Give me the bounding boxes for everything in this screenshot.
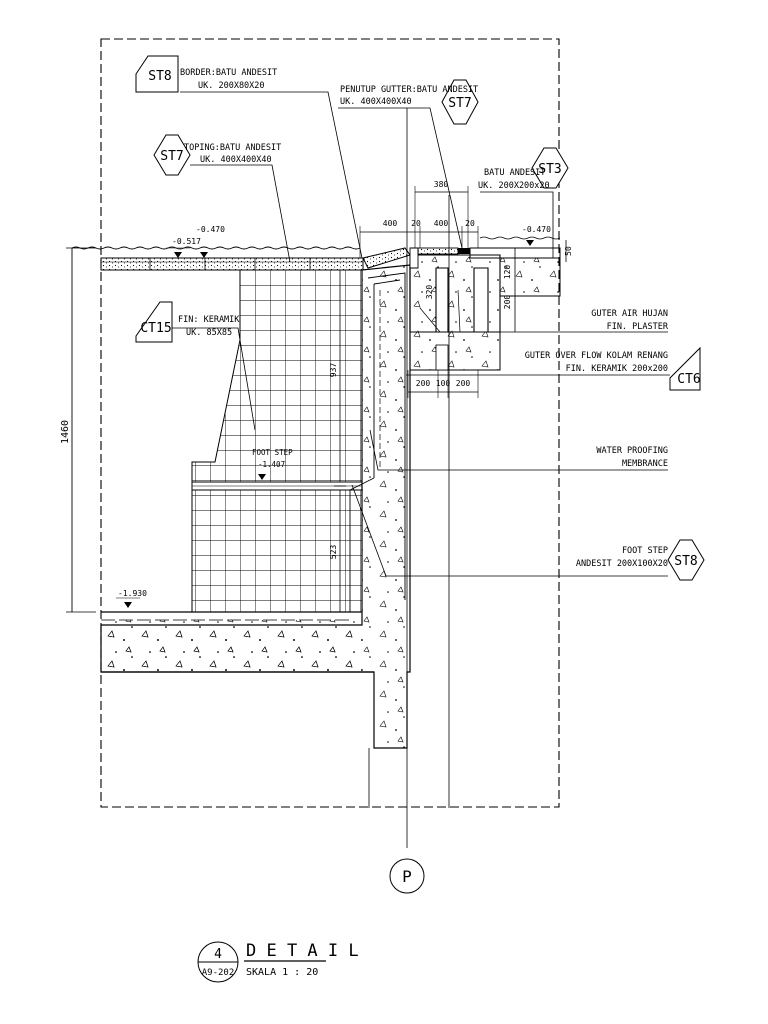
gutter-cover xyxy=(458,248,470,254)
dim-200-right: 200 xyxy=(456,379,471,388)
dim-523: 523 xyxy=(329,545,338,560)
dim-200-vertical: 200 xyxy=(503,295,512,310)
level-470-left: -0.470 xyxy=(196,225,225,234)
dim-20-a: 20 xyxy=(411,219,421,228)
dim-20-b: 20 xyxy=(465,219,475,228)
dim-320: 320 xyxy=(425,285,434,300)
overflow-gutter xyxy=(409,254,501,333)
tag-st7-cover xyxy=(441,79,479,125)
label-foot-step-inner: FOOT STEP xyxy=(252,448,293,457)
tag-st3 xyxy=(531,147,569,189)
label-keramik: FIN: KERAMIK xyxy=(178,315,240,325)
label-foot-step: FOOT STEP xyxy=(622,546,668,556)
level-470-right: -0.470 xyxy=(522,225,551,234)
tag-st8-step-text: ST8 xyxy=(674,554,697,569)
label-batu-andesit: BATU ANDESIT xyxy=(484,168,545,178)
label-waterproofing-2: MEMBRANCE xyxy=(622,459,668,469)
dim-937: 937 xyxy=(329,363,338,378)
level-marker xyxy=(174,252,182,258)
drawing-frame xyxy=(100,38,560,808)
water-line xyxy=(71,246,361,250)
label-border: BORDER:BATU ANDESIT xyxy=(180,68,277,78)
label-waterproofing: WATER PROOFING xyxy=(596,446,668,456)
tag-st7-cover-text: ST7 xyxy=(448,96,471,111)
tag-ct15-text: CT15 xyxy=(140,321,171,336)
label-topping-size: UK. 400X400X40 xyxy=(200,155,272,165)
level-bottom: -1.930 xyxy=(118,589,147,598)
dim-120: 120 xyxy=(503,265,512,280)
tag-ct6-text: CT6 xyxy=(677,372,700,387)
dim-50: 50 xyxy=(564,246,573,256)
dim-400-a: 400 xyxy=(383,219,398,228)
tag-st8-border xyxy=(135,55,179,93)
dim-400-b: 400 xyxy=(434,219,449,228)
label-gutter-cover-size: UK. 400X400X40 xyxy=(340,97,412,107)
detail-number: 4 xyxy=(214,947,222,962)
tag-st7-topping xyxy=(153,134,191,176)
label-border-size: UK. 200X80X20 xyxy=(198,81,265,91)
detail-sheet: A9-202 xyxy=(202,968,235,978)
tag-st8-border-text: ST8 xyxy=(148,69,171,84)
label-foot-step-size: ANDESIT 200X100X20 xyxy=(576,559,668,569)
tag-st8-step xyxy=(667,539,705,581)
detail-title: D E T A I L xyxy=(246,941,359,961)
label-topping: TOPING:BATU ANDESIT xyxy=(184,143,281,153)
tag-ct6 xyxy=(669,346,701,391)
label-overflow-gutter: GUTER OVER FLOW KOLAM RENANG xyxy=(525,351,668,361)
label-batu-andesit-size: UK. 200X200x20 xyxy=(478,181,550,191)
detail-scale: SKALA 1 : 20 xyxy=(246,967,318,978)
dim-100: 100 xyxy=(436,379,451,388)
label-rain-gutter-finish: FIN. PLASTER xyxy=(607,322,669,332)
level-foot-step: -1.407 xyxy=(258,460,285,469)
tag-ct15 xyxy=(135,301,173,343)
dim-200-left: 200 xyxy=(416,379,431,388)
label-rain-gutter: GUTER AIR HUJAN xyxy=(591,309,668,319)
label-keramik-size: UK. 85X85 xyxy=(186,328,232,338)
grid-marker xyxy=(389,858,425,894)
grid-marker-text: P xyxy=(402,867,412,886)
tag-st3-text: ST3 xyxy=(538,162,561,177)
topping-strip xyxy=(100,257,364,271)
border-stone xyxy=(362,247,411,269)
label-overflow-finish: FIN. KERAMIK 200x200 xyxy=(566,364,668,374)
dim-380: 380 xyxy=(434,180,449,189)
dim-1460: 1460 xyxy=(60,420,71,444)
level-517: -0.517 xyxy=(172,237,201,246)
label-gutter-cover: PENUTUP GUTTER:BATU ANDESIT xyxy=(340,85,478,95)
tag-st7-topping-text: ST7 xyxy=(160,149,183,164)
